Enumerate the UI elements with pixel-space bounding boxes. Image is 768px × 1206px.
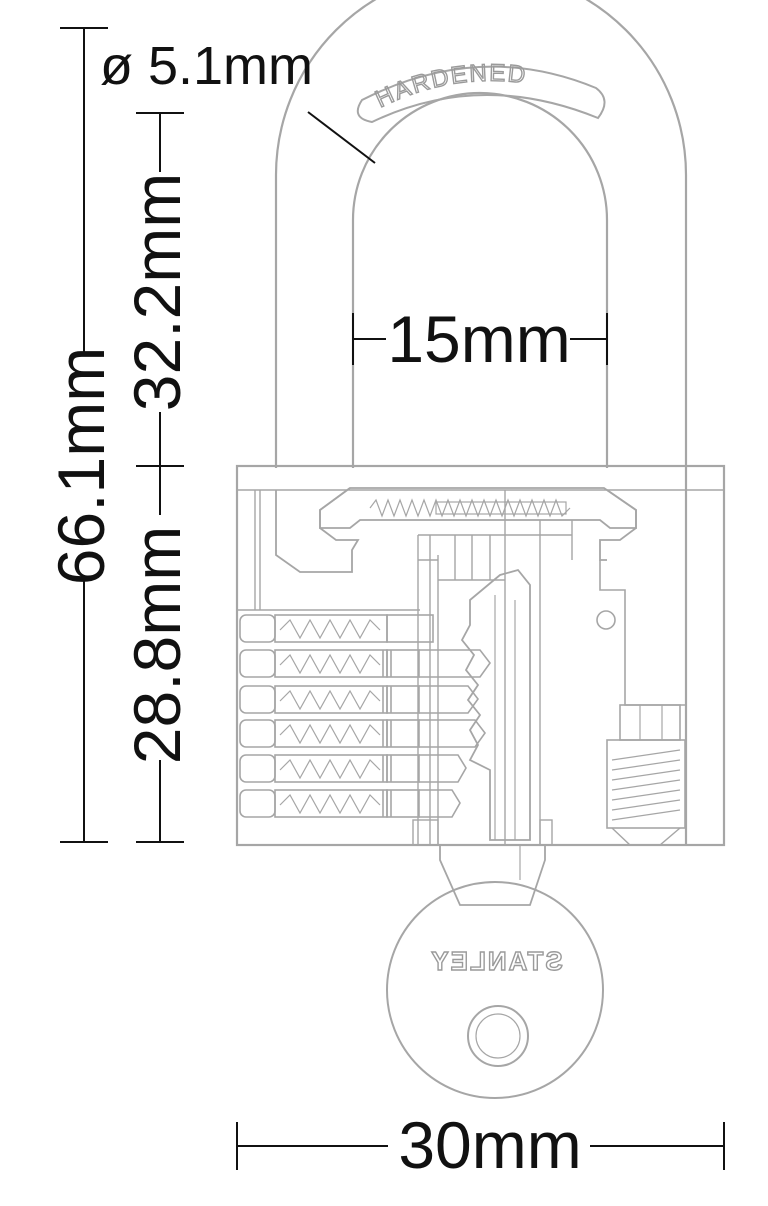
dimension-lines (60, 27, 725, 1170)
body-height-label: 28.8mm (120, 526, 194, 764)
hardened-engraving: HARDENED (356, 59, 606, 124)
pin-stack (239, 614, 491, 818)
stanley-text: STANLEY (429, 946, 562, 976)
hardened-text: HARDENED (371, 60, 528, 114)
total-height-label: 66.1mm (44, 347, 118, 585)
body-width-label: 30mm (398, 1108, 581, 1182)
inner-width-label: 15mm (387, 302, 570, 376)
shackle-clearance-label: 32.2mm (120, 173, 194, 411)
lock-body (235, 464, 726, 847)
stanley-engraving: STANLEY (429, 945, 564, 976)
key (386, 568, 604, 1099)
shackle-diameter-label: ø 5.1mm (100, 36, 313, 96)
shackle (274, 0, 688, 845)
